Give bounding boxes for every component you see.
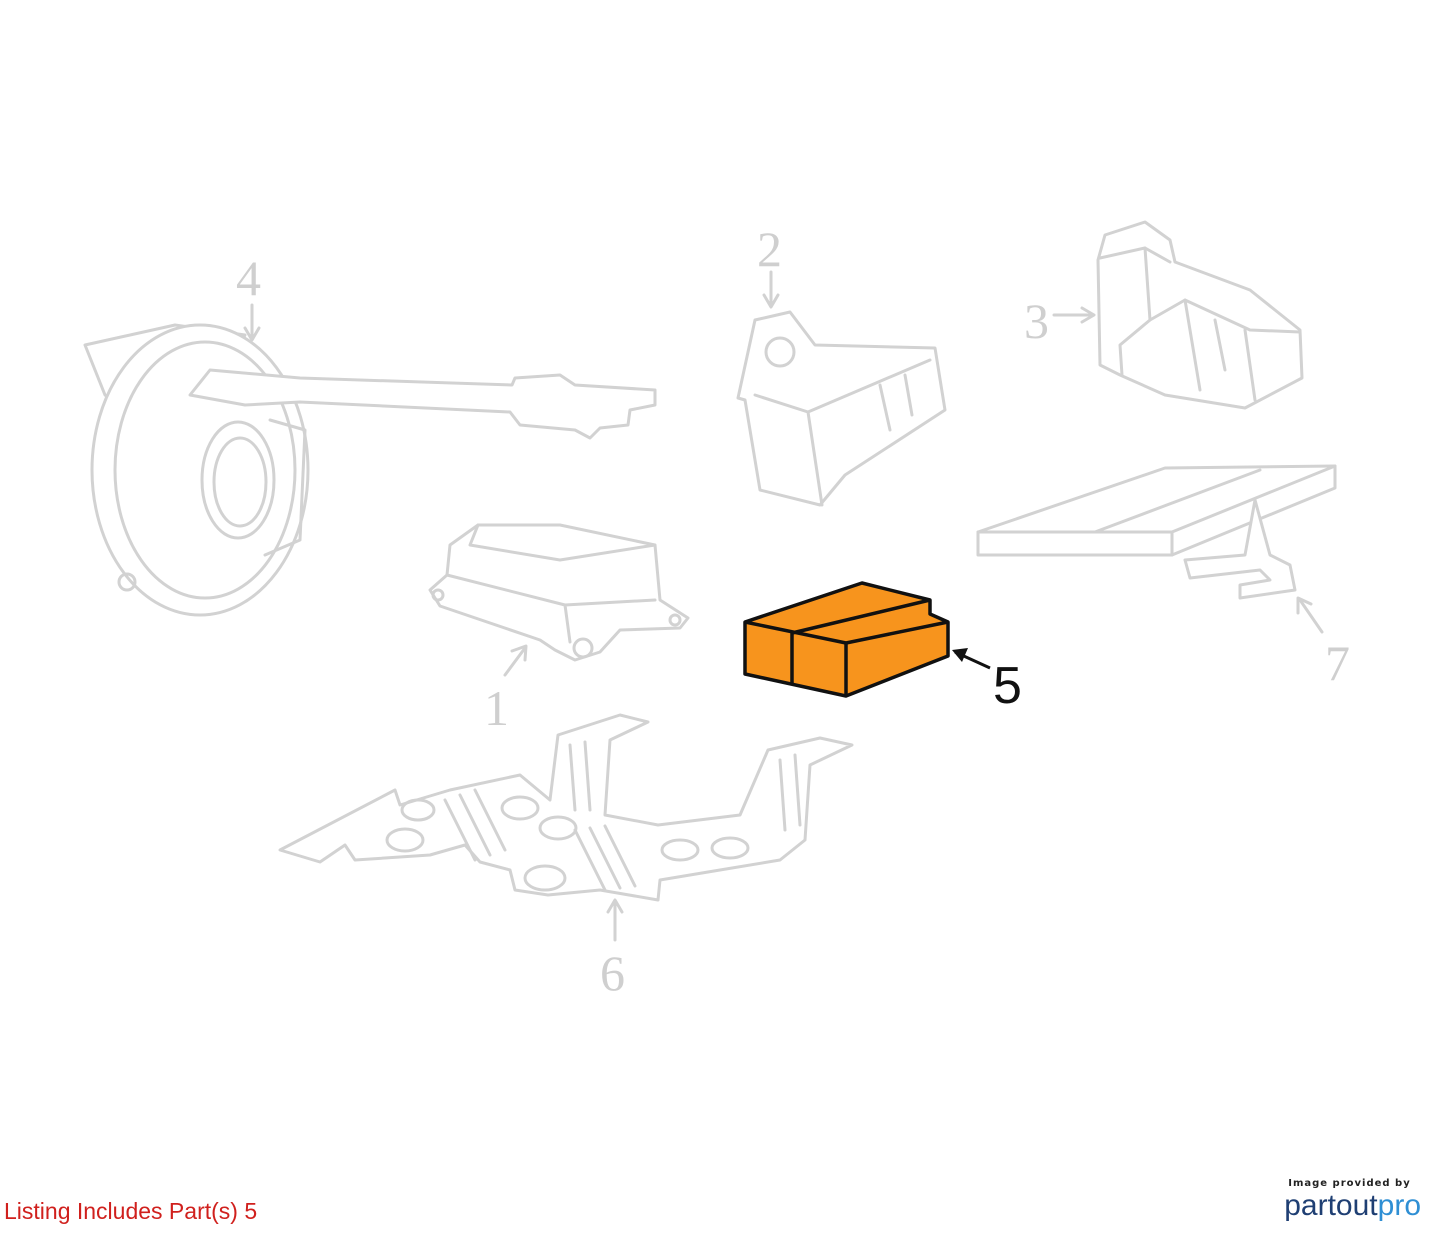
part-2-sensor [736,310,947,507]
arrow-3 [1052,306,1096,324]
arrow-2 [762,270,780,309]
part-1-module [428,523,690,662]
part-4-clockspring [83,323,657,617]
logo-text-part1: partout [1284,1189,1378,1222]
part-label-1: 1 [484,680,509,736]
arrow-6 [606,898,624,942]
part-label-2: 2 [757,221,782,277]
part-7-plate [976,464,1337,600]
arrow-7 [1296,596,1324,634]
listing-note: Listing Includes Part(s) 5 [4,1198,258,1224]
logo-text-part2: pro [1377,1189,1421,1222]
part-label-4: 4 [236,250,261,306]
image-credit: Image provided by partoutpro [1284,1178,1421,1223]
credit-caption: Image provided by [1288,1178,1411,1189]
partoutpro-logo: partoutpro [1284,1189,1421,1223]
part-5-highlighted-module [743,581,950,698]
part-label-7: 7 [1325,635,1350,691]
part-label-3: 3 [1024,293,1049,349]
part-3-sensor [1096,220,1304,410]
part-label-6: 6 [600,945,625,1001]
arrow-1 [503,644,528,677]
arrow-4 [243,303,261,342]
part-6-bracket [278,713,854,902]
arrow-5 [952,648,991,670]
part-label-5: 5 [993,657,1022,715]
